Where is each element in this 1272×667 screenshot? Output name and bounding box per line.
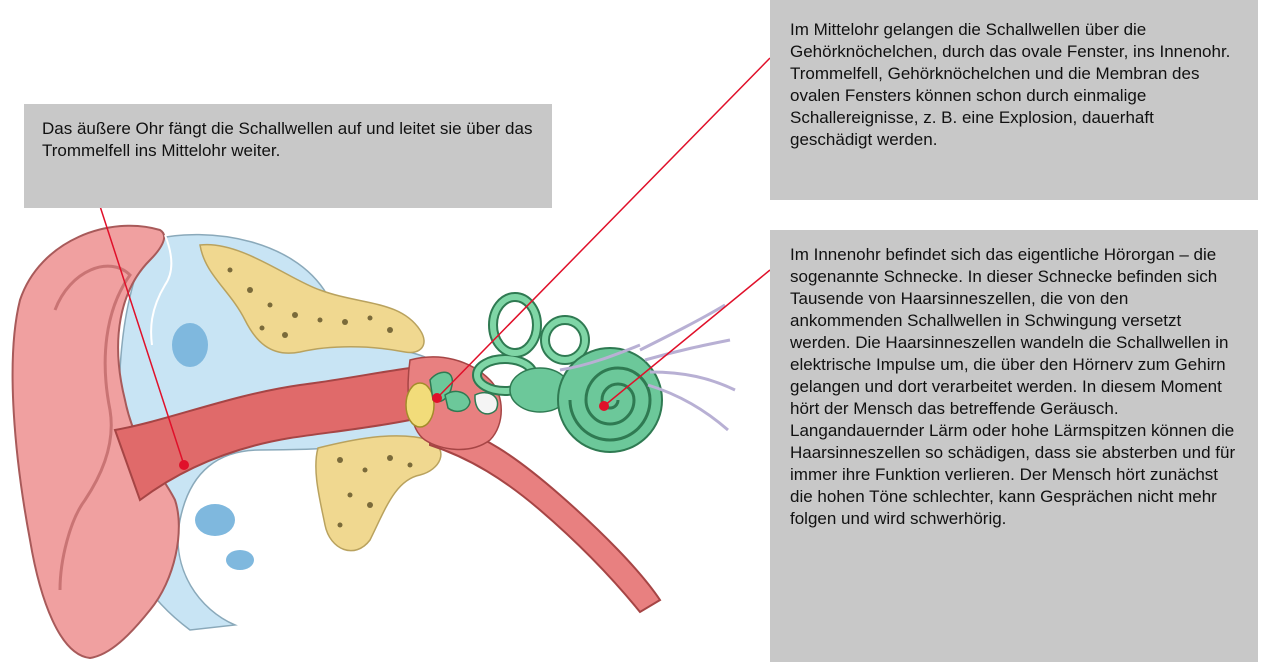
pointer-line-inner-ear: [604, 270, 770, 406]
callout-outer-ear-text: Das äußere Ohr fängt die Schallwellen au…: [42, 118, 534, 162]
eardrum: [406, 383, 434, 427]
callout-inner-ear-text-1: Im Innenohr befindet sich das eigentlich…: [790, 244, 1238, 420]
callout-outer-ear: Das äußere Ohr fängt die Schallwellen au…: [24, 104, 552, 208]
pointer-dot-middle-ear: [432, 393, 442, 403]
callout-middle-ear-text: Im Mittelohr gelangen die Schallwellen ü…: [790, 19, 1238, 151]
cochlea: [558, 348, 662, 452]
callout-inner-ear-text-2: Langandauernder Lärm oder hohe Lärmspitz…: [790, 420, 1238, 530]
pointer-dot-inner-ear: [599, 401, 609, 411]
pointer-dot-outer-ear: [179, 460, 189, 470]
callout-middle-ear: Im Mittelohr gelangen die Schallwellen ü…: [770, 0, 1258, 200]
callout-inner-ear: Im Innenohr befindet sich das eigentlich…: [770, 230, 1258, 662]
